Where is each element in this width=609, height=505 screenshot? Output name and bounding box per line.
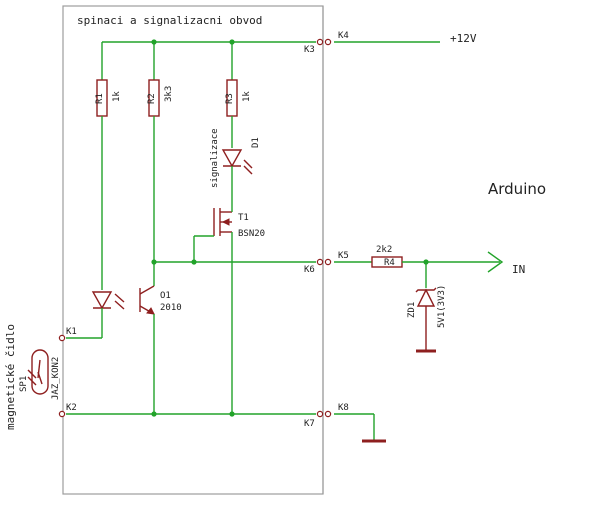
reed-switch-sp1 — [27, 349, 49, 395]
connector-k6-pad — [316, 258, 324, 266]
optocoupler-led — [91, 291, 125, 310]
connector-k1-label: K1 — [66, 327, 77, 337]
sheet-title: spinaci a signalizacni obvod — [77, 14, 262, 27]
mosfet-t1 — [213, 208, 232, 236]
connector-k5-label: K5 — [338, 251, 349, 261]
connector-k6-label: K6 — [304, 265, 315, 275]
sp1-ref: SP1 — [19, 376, 29, 392]
junction-r3-rail — [229, 39, 235, 45]
d1-note: signalizace — [210, 128, 220, 188]
o1-ref: O1 — [160, 291, 171, 301]
sp1-value: JAZ_KON2 — [51, 357, 61, 400]
connector-k2-pad — [58, 410, 66, 418]
led-d1 — [221, 149, 253, 175]
connector-k7-label: K7 — [304, 419, 315, 429]
zener-zd1 — [415, 287, 437, 307]
d1-ref: D1 — [251, 137, 261, 148]
phototransistor-o1 — [139, 285, 155, 315]
magnetic-sensor-label: magnetické čidlo — [4, 324, 17, 430]
junction-r2-rail — [151, 39, 157, 45]
t1-value: BSN20 — [238, 229, 265, 239]
connector-k1-pad — [58, 334, 66, 342]
r1-ref: R1 — [95, 93, 105, 104]
junction-signal-r2 — [151, 259, 157, 265]
r3-value: 1k — [242, 91, 252, 102]
junction-signal-gate — [191, 259, 197, 265]
r2-value: 3k3 — [164, 86, 174, 102]
junction-gnd-o1 — [151, 411, 157, 417]
connector-k4-pad — [324, 38, 332, 46]
connector-k3-label: K3 — [304, 45, 315, 55]
zd1-value: 5V1(3V3) — [437, 285, 447, 328]
zd1-ref: ZD1 — [407, 302, 417, 318]
connector-k8-label: K8 — [338, 403, 349, 413]
output-in-label: IN — [512, 263, 525, 276]
r2-ref: R2 — [147, 93, 157, 104]
arduino-label: Arduino — [488, 180, 546, 198]
connector-k5-pad — [324, 258, 332, 266]
output-arrow-icon — [487, 251, 504, 273]
connector-k7-pad — [316, 410, 324, 418]
supply-label: +12V — [450, 32, 477, 45]
connector-k4-label: K4 — [338, 31, 349, 41]
connector-k8-pad — [324, 410, 332, 418]
t1-ref: T1 — [238, 213, 249, 223]
r4-ref: R4 — [384, 258, 395, 268]
o1-value: 2010 — [160, 303, 182, 313]
connector-k2-label: K2 — [66, 403, 77, 413]
connector-k3-pad — [316, 38, 324, 46]
r3-ref: R3 — [225, 93, 235, 104]
junction-gnd-t1 — [229, 411, 235, 417]
r1-value: 1k — [112, 91, 122, 102]
r4-value: 2k2 — [376, 245, 392, 255]
